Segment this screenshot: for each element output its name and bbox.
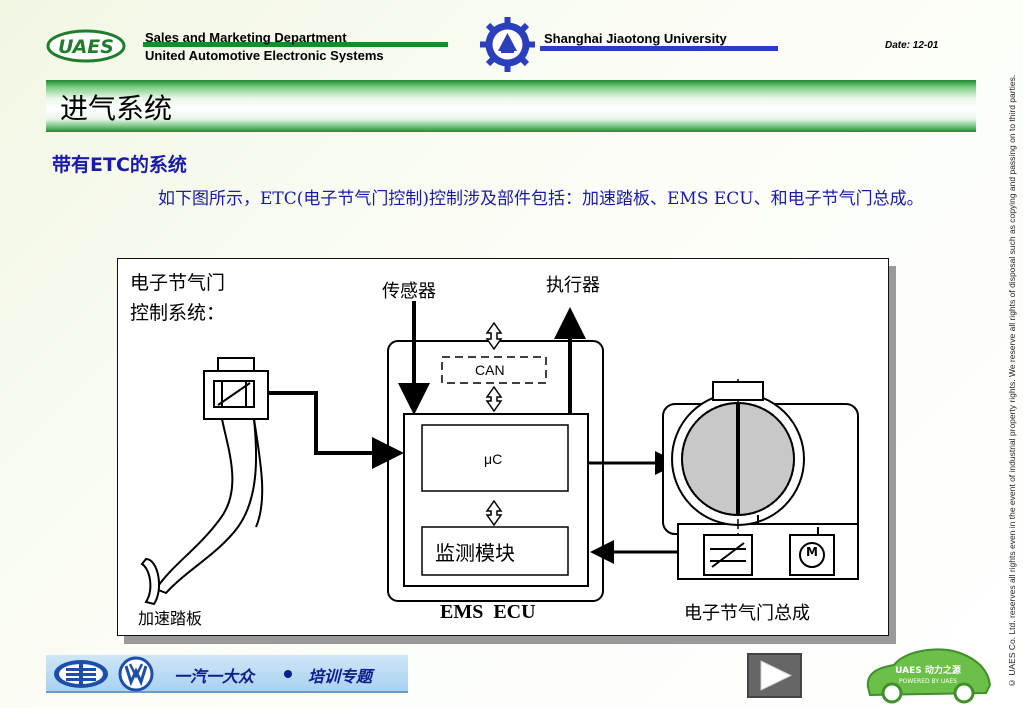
page-title: 进气系统 xyxy=(60,92,173,125)
department-name: Sales and Marketing Department xyxy=(143,30,448,47)
topic-text: 培训专题 xyxy=(308,667,373,686)
microcontroller-label: μC xyxy=(484,451,503,467)
can-bus-box xyxy=(441,356,547,384)
uaes-car-logo: UAES 动力之源 POWERED BY UAES xyxy=(866,648,992,704)
brand-text: 一汽一大众 xyxy=(174,667,255,686)
system-label-line2: 控制系统： xyxy=(130,302,226,324)
vw-logo-icon xyxy=(118,656,154,692)
play-arrow-icon xyxy=(760,660,793,691)
system-label-line1: 电子节气门 xyxy=(130,272,226,294)
date-label: Date: 12-01 xyxy=(885,40,939,51)
copyright-notice: © UAES Co. Ltd. reserves all rights even… xyxy=(1007,74,1017,688)
footer-bullet xyxy=(284,670,292,678)
footer-banner: 一汽一大众 培训专题 xyxy=(46,655,408,693)
can-label: CAN xyxy=(475,362,505,378)
sjtu-emblem-icon xyxy=(480,17,535,72)
next-slide-button[interactable] xyxy=(747,653,802,698)
monitoring-module-label: 监测模块 xyxy=(435,541,515,565)
pedal-signal-line xyxy=(268,391,404,469)
throttle-assembly-label: 电子节气门总成 xyxy=(684,603,810,624)
diagram-drawing xyxy=(140,301,859,606)
faw-logo-icon xyxy=(54,660,108,688)
company-name: United Automotive Electronic Systems xyxy=(145,48,384,63)
sensor-label: 传感器 xyxy=(382,281,436,302)
microcontroller-box xyxy=(421,424,569,492)
uaes-logo: UAES xyxy=(46,29,126,63)
department-block: Sales and Marketing Department United Au… xyxy=(143,30,448,65)
throttle-body-drawing xyxy=(662,379,859,580)
university-name: Shanghai Jiaotong University xyxy=(540,31,778,51)
svg-text:UAES 动力之源: UAES 动力之源 xyxy=(895,664,961,676)
description-paragraph: 如下图所示，ETC(电子节气门控制)控制涉及部件包括：加速踏板、EMS ECU、… xyxy=(158,189,924,209)
accelerator-pedal-drawing xyxy=(140,357,269,606)
svg-text:UAES: UAES xyxy=(58,36,114,58)
title-bar: 进气系统 xyxy=(46,80,976,132)
actuator-label: 执行器 xyxy=(546,275,600,296)
motor-symbol: M xyxy=(806,545,818,559)
ecu-inner-box xyxy=(403,413,589,587)
ecu-label: EMS ECU xyxy=(440,601,536,623)
section-heading: 带有ETC的系统 xyxy=(52,154,187,176)
svg-text:POWERED BY UAES: POWERED BY UAES xyxy=(899,678,957,685)
etc-system-diagram: 电子节气门 控制系统： 传感器 执行器 CAN μC 监测模块 EMS ECU … xyxy=(117,258,889,636)
pedal-label: 加速踏板 xyxy=(138,609,203,628)
monitoring-module-box xyxy=(421,526,569,576)
